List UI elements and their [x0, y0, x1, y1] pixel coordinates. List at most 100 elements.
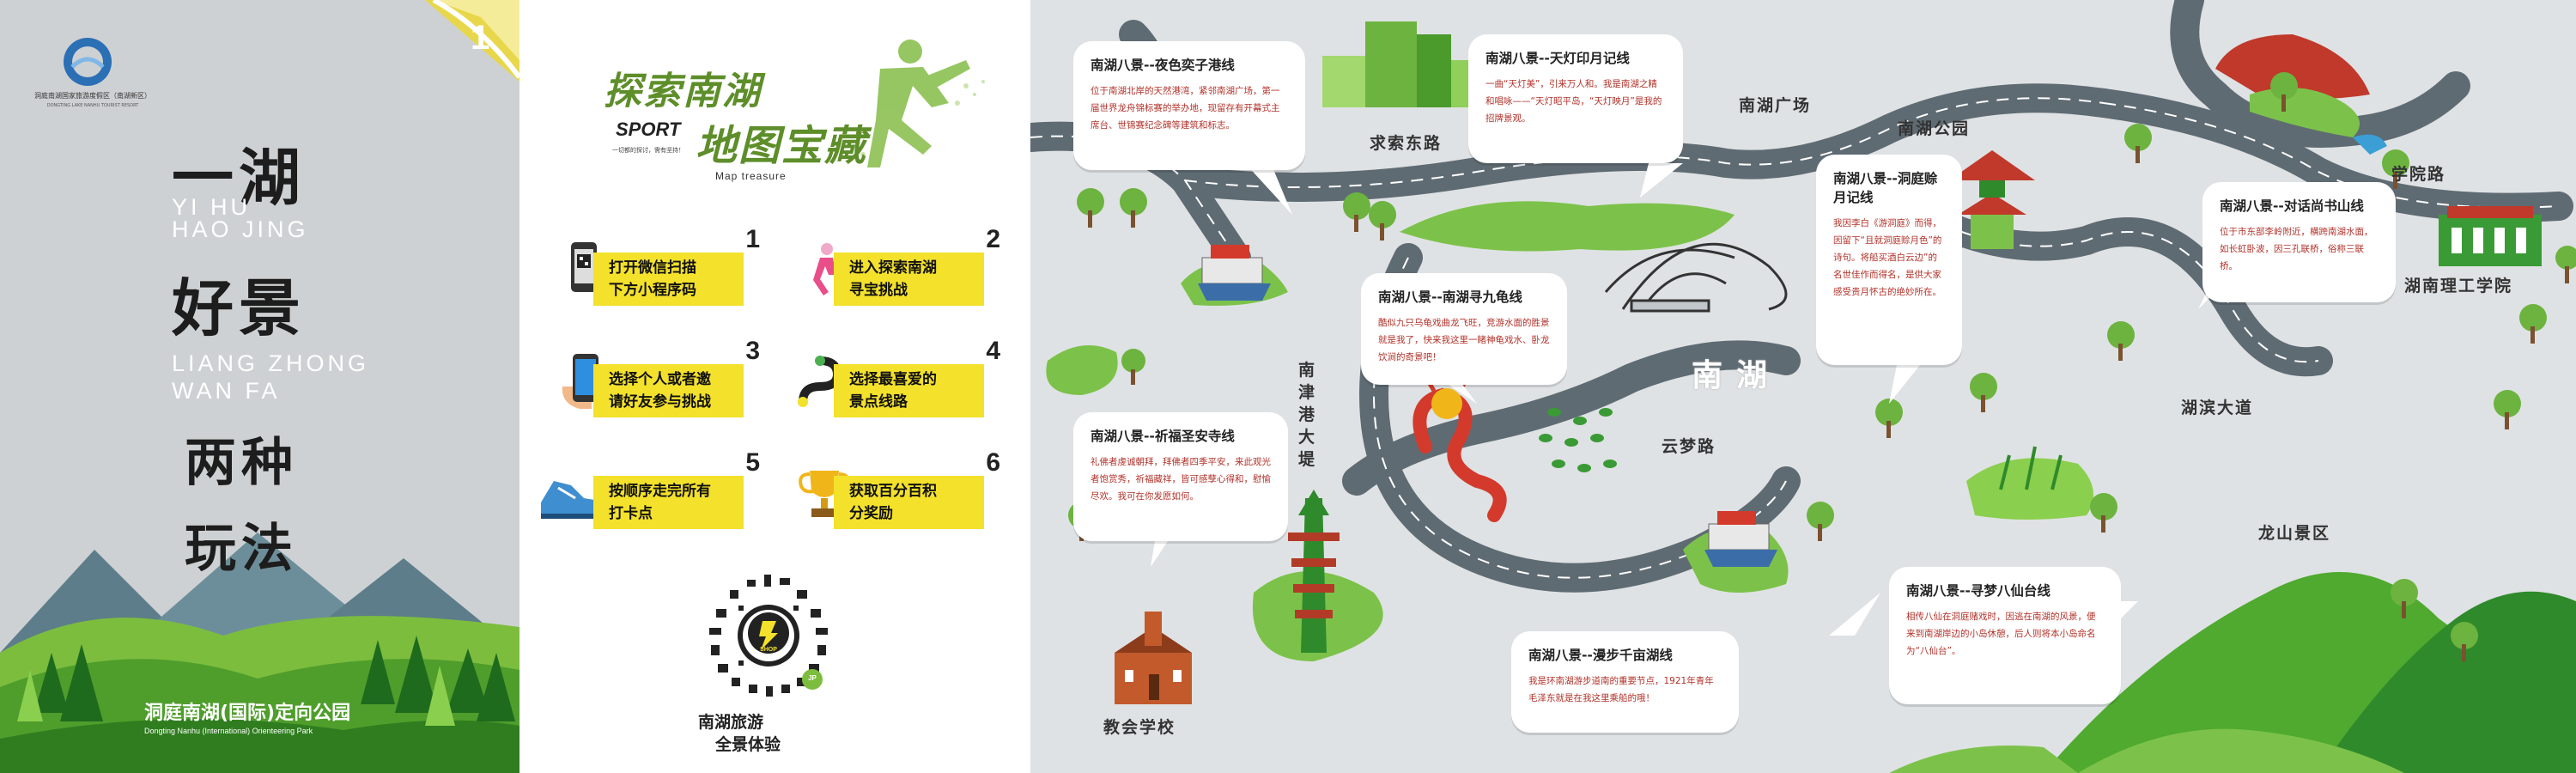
title-line-1: 一湖	[172, 142, 307, 214]
road-label-xueyuan: 学院路	[2391, 165, 2446, 184]
step-3: 选择个人或者邀 请好友参与挑战 3	[554, 337, 760, 417]
qr-caption-1: 南湖旅游	[698, 713, 764, 732]
step-3-label: 选择个人或者邀 请好友参与挑战	[593, 364, 744, 417]
step-2-label: 进入探索南湖 寻宝挑战	[834, 253, 984, 306]
org-name-en: DONGTING LAKE NANHU TOURIST RESORT	[46, 103, 139, 108]
spot-bubble-sheyue[interactable]: 南湖八景--洞庭赊月记线 我因李白《游洞庭》而得，因留下“且就洞庭赊月色”的诗句…	[1816, 155, 1962, 365]
island-west	[1046, 345, 1118, 395]
road-label-ligong: 湖南理工学院	[2404, 277, 2513, 295]
runner-silhouette-icon	[867, 40, 970, 167]
park-name-en: Dongting Nanhu (International) Orienteer…	[144, 727, 313, 735]
spot-bubble-yese[interactable]: 南湖八景--夜色奕子港线 位于南湖北岸的天然港湾，紧邻南湖广场，第一届世界龙舟锦…	[1073, 41, 1305, 170]
pagoda-icon	[1288, 490, 1340, 653]
step-5-number: 5	[745, 448, 760, 477]
step-6-label: 获取百分百积 分奖励	[834, 476, 984, 529]
map-treasure-text: Map treasure	[715, 170, 787, 182]
spot-title: 南湖八景--对话尚书山线	[2220, 198, 2364, 214]
pavilion-icon	[1949, 150, 2035, 249]
page-number: 1	[471, 19, 490, 57]
monument-icon	[1604, 242, 1788, 313]
sport-subtitle: 一切都的探讨，需有坚持！	[612, 147, 684, 154]
buildings-top	[1322, 21, 1528, 107]
spot-title: 南湖八景--寻梦八仙台线	[1906, 583, 2050, 599]
title-line-3: 两种	[185, 433, 298, 493]
road-label-qiusuo: 求索东路	[1370, 134, 1443, 153]
spot-bubble-jiugui[interactable]: 南湖八景--南湖寻九龟线 酷似九只乌龟戏曲龙飞旺，竞游水面的胜景就是我了，快来我…	[1361, 273, 1567, 385]
qr-caption-2: 全景体验	[715, 735, 781, 754]
spot-body: 酷似九只乌龟戏曲龙飞旺，竞游水面的胜景就是我了，快来我这里一睹神龟戏水、卧龙饮涧…	[1378, 318, 1550, 362]
step-2-number: 2	[986, 225, 1000, 253]
road-label-gongyuan: 南湖公园	[1898, 119, 1971, 138]
sport-word: SPORT	[616, 119, 681, 140]
step-3-number: 3	[745, 337, 760, 365]
shoe-icon	[541, 481, 610, 519]
church-school-icon	[1115, 612, 1192, 704]
spot-body: 我是环南湖游步道南的重要节点，1921年青年毛泽东就是在我这里乘船的哦！	[1528, 676, 1714, 703]
spot-body: 位于市东部李岭附近，横跨南湖水面，如长虹卧波，因三孔联桥，俗称三联桥。	[2220, 227, 2373, 271]
headline-graphic	[853, 40, 985, 167]
spot-body: 礼佛者虔诚朝拜，拜佛者四季平安，来此观光者饱赏秀，祈福藏祥，皆可感孽心得和，慰愉…	[1091, 457, 1271, 502]
hand-phone-icon	[562, 354, 598, 409]
spot-body: 一曲“天灯美”，引来万人和。我是南湖之精和唱咏——“天灯昭平岛，“天灯映月”是我…	[1485, 79, 1662, 124]
headline-line-2: 地图宝藏	[696, 122, 868, 170]
phone-qr-icon	[571, 242, 597, 292]
title-line-4: 玩法	[185, 519, 298, 579]
red-wall-icon	[2215, 34, 2387, 155]
cover-panel: 1 洞庭南湖国家旅游度假区（南湖新区） DONGTING LAKE NANHU …	[0, 0, 519, 773]
cover-background	[0, 0, 519, 773]
spot-title: 南湖八景--洞庭赊月记线	[1833, 171, 1938, 205]
step-2: 进入探索南湖 寻宝挑战 2	[794, 225, 1000, 306]
headline-line-1: 探索南湖	[604, 70, 762, 113]
spot-body: 我因李白《游洞庭》而得，因留下“且就洞庭赊月色”的诗句。将船买酒白云边”的名世佳…	[1833, 218, 1942, 297]
pinyin-4: WAN FA	[172, 378, 281, 404]
spot-title: 南湖八景--天灯印月记线	[1485, 51, 1630, 66]
step-5-label: 按顺序走完所有 打卡点	[593, 476, 744, 529]
spot-bubble-shangshu[interactable]: 南湖八景--对话尚书山线 位于市东部李岭附近，横跨南湖水面，如长虹卧波，因三孔联…	[2202, 182, 2396, 302]
spot-title: 南湖八景--祈福圣安寺线	[1091, 429, 1235, 444]
road-label-longshan: 龙山景区	[2258, 524, 2331, 543]
spot-bubble-qianmu[interactable]: 南湖八景--漫步千亩湖线 我是环南湖游步道南的重要节点，1921年青年毛泽东就是…	[1511, 631, 1739, 733]
spot-bubble-tiandeng[interactable]: 南湖八景--天灯印月记线 一曲“天灯美”，引来万人和。我是南湖之精和唱咏——“天…	[1468, 34, 1683, 163]
corner-fold-light	[434, 0, 519, 60]
spot-title: 南湖八景--夜色奕子港线	[1091, 58, 1235, 73]
qr-badge: JP	[808, 674, 817, 682]
corner-fold-curve	[432, 0, 519, 79]
grove	[1966, 458, 2093, 520]
pinyin-2: HAO JING	[172, 216, 309, 242]
spot-bubble-shengan[interactable]: 南湖八景--祈福圣安寺线 礼佛者虔诚朝拜，拜佛者四季平安，来此观光者饱赏秀，祈福…	[1073, 412, 1288, 541]
spot-bubble-baxian[interactable]: 南湖八景--寻梦八仙台线 相传八仙在洞庭赌戏时，因逃在南湖的风景，便来到南湖岸边…	[1889, 567, 2121, 704]
spot-title: 南湖八景--漫步千亩湖线	[1528, 648, 1673, 663]
qr-code-icon	[709, 575, 828, 697]
mini-program-qr[interactable]: SHOP JP	[704, 571, 833, 700]
step-1-number: 1	[745, 225, 760, 253]
step-5: 按顺序走完所有 打卡点 5	[537, 448, 760, 529]
step-4-label: 选择最喜爱的 景点线路	[834, 364, 984, 417]
university-icon	[2439, 206, 2542, 266]
road-label-nanjin: 南津港大堤	[1298, 361, 1317, 469]
step-1: 打开微信扫描 下方小程序码 1	[554, 225, 760, 306]
map-panel: 南湖 求索东路 南湖广场 南湖公园 学院路 湖南理工学院 湖滨大道 云梦路 龙山…	[1030, 0, 2576, 773]
park-name: 洞庭南湖(国际)定向公园	[144, 703, 351, 724]
pinyin-3: LIANG ZHONG	[172, 350, 370, 376]
turtles-icon	[1539, 408, 1617, 472]
hill-bottom	[0, 719, 519, 773]
qr-center-label: SHOP	[760, 647, 777, 653]
pinyin-1: YI HU	[172, 194, 252, 220]
org-name: 洞庭南湖国家旅游度假区（南湖新区）	[34, 92, 151, 100]
road-label-yunmeng: 云梦路	[1662, 437, 1716, 456]
ship-icon-south	[1683, 511, 1789, 593]
ship-icon-north	[1181, 245, 1288, 306]
spot-body: 相传八仙在洞庭赌戏时，因逃在南湖的风景，便来到南湖岸边的小岛休憩，后人则将本小岛…	[1906, 612, 2096, 656]
step-4-number: 4	[986, 337, 1000, 365]
guide-panel: 探索南湖 SPORT 一切都的探讨，需有坚持！ 地图宝藏 Map treasur…	[519, 0, 1030, 773]
north-park	[1400, 201, 1735, 252]
cover-trees	[34, 636, 515, 721]
step-6: 获取百分百积 分奖励 6	[794, 448, 1000, 529]
cover-trees-light	[17, 666, 455, 726]
road-label-guangchang: 南湖广场	[1739, 96, 1812, 115]
road-label-hubin: 湖滨大道	[2181, 399, 2254, 417]
road-label-jiaohui: 教会学校	[1103, 718, 1176, 737]
lake-label: 南湖	[1692, 358, 1782, 393]
step-6-number: 6	[986, 448, 1000, 477]
title-line-2: 好景	[172, 272, 307, 344]
